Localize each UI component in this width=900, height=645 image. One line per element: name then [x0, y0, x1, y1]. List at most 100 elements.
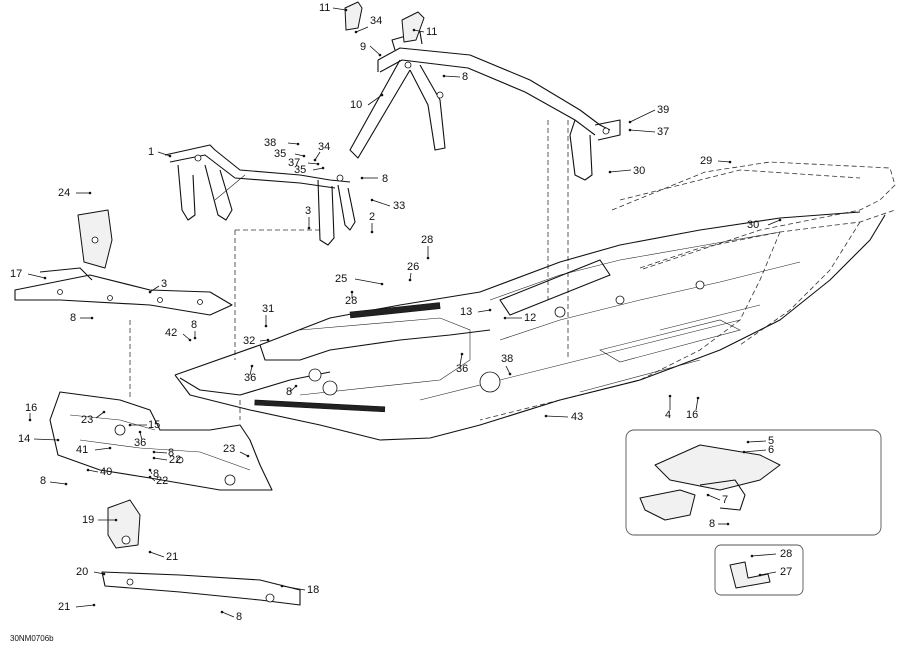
callout-16: 16: [686, 396, 700, 421]
callout-42: 42: [165, 327, 192, 342]
callout-number: 42: [165, 327, 177, 339]
leader-tip: [148, 290, 152, 294]
leader-line: [294, 153, 305, 157]
leader-tip: [64, 482, 68, 486]
callout-number: 8: [709, 518, 715, 530]
leader-tip: [350, 290, 354, 294]
callout-number: 36: [456, 363, 468, 375]
leader-line: [629, 129, 656, 133]
leader-line: [75, 604, 95, 608]
leader-tip: [102, 572, 106, 576]
front-upper-support: [164, 144, 356, 246]
callout-9: 9: [360, 41, 382, 57]
inset-panels: [625, 429, 882, 596]
callout-number: 30: [747, 219, 759, 231]
callout-number: 38: [501, 353, 513, 365]
leader-line: [281, 585, 306, 591]
callout-8: 8: [709, 518, 730, 530]
callout-number: 1: [148, 146, 154, 158]
leader-line: [629, 109, 656, 123]
callout-number: 41: [76, 444, 88, 456]
leader-tip: [102, 410, 106, 414]
leader-tip: [250, 364, 254, 368]
leader-line: [743, 449, 767, 453]
callout-8: 8: [286, 384, 298, 398]
callout-22: 22: [152, 454, 181, 466]
leader-tip: [86, 468, 90, 472]
callout-27: 27: [758, 566, 792, 578]
leader-line: [751, 553, 777, 557]
leader-tip: [152, 450, 156, 454]
callout-7: 7: [706, 493, 728, 506]
callout-35: 35: [274, 148, 306, 160]
leader-tip: [220, 610, 224, 614]
callout-number: 32: [243, 335, 255, 347]
tunnel-assembly: [174, 211, 886, 441]
leader-line: [87, 469, 99, 473]
leader-tip: [544, 414, 548, 418]
callout-number: 33: [393, 200, 405, 212]
callout-number: 38: [264, 137, 276, 149]
leader-tip: [408, 278, 412, 282]
callout-number: 2: [369, 211, 375, 223]
upper-brackets: [344, 1, 425, 43]
leader-line: [157, 151, 171, 157]
leader-line: [545, 415, 569, 418]
leader-line: [717, 160, 731, 163]
callout-number: 28: [345, 295, 357, 307]
callout-41: 41: [76, 444, 112, 456]
leader-line: [289, 385, 297, 393]
leader-tip: [138, 430, 142, 434]
callout-number: 37: [657, 126, 669, 138]
callout-11: 11: [319, 2, 348, 14]
leader-line: [49, 481, 67, 485]
callout-22: 22: [148, 475, 168, 487]
callout-number: 34: [318, 141, 330, 153]
callout-32: 32: [243, 335, 270, 347]
callout-number: 17: [10, 268, 22, 280]
callout-8: 8: [148, 468, 159, 480]
leader-tip: [313, 158, 317, 162]
leader-line: [153, 457, 168, 461]
leader-tip: [152, 456, 156, 460]
callout-number: 35: [294, 164, 306, 176]
callout-38: 38: [501, 353, 513, 376]
callout-37: 37: [628, 126, 669, 138]
leader-tip: [148, 468, 152, 472]
callout-number: 8: [382, 173, 388, 185]
callout-number: 3: [161, 278, 167, 290]
callout-11: 11: [412, 26, 437, 38]
leader-tip: [380, 282, 384, 286]
leader-line: [707, 494, 721, 501]
callout-31: 31: [262, 303, 274, 328]
callout-12: 12: [503, 312, 536, 324]
callout-number: 7: [722, 494, 728, 506]
callout-28: 28: [421, 234, 433, 260]
callout-number: 34: [370, 15, 382, 27]
callout-30: 30: [747, 218, 782, 231]
leader-line: [477, 309, 491, 313]
leader-tip: [246, 454, 250, 458]
leader-tip: [294, 384, 298, 388]
callout-36: 36: [456, 352, 468, 375]
leader-tip: [746, 440, 750, 444]
leader-tip: [380, 93, 384, 97]
callout-43: 43: [544, 411, 583, 423]
leader-line: [413, 29, 425, 33]
callout-8: 8: [152, 447, 174, 459]
callout-number: 8: [70, 312, 76, 324]
callout-8: 8: [191, 319, 197, 340]
callout-number: 8: [286, 386, 292, 398]
callout-23: 23: [81, 410, 106, 426]
leader-tip: [321, 166, 325, 170]
leader-tip: [266, 338, 270, 342]
callout-40: 40: [86, 466, 112, 478]
callout-24: 24: [58, 187, 92, 199]
leader-line: [367, 94, 383, 106]
callout-4: 4: [665, 394, 672, 421]
callout-20: 20: [76, 566, 106, 578]
callout-10: 10: [350, 93, 384, 111]
leader-line: [287, 142, 299, 145]
